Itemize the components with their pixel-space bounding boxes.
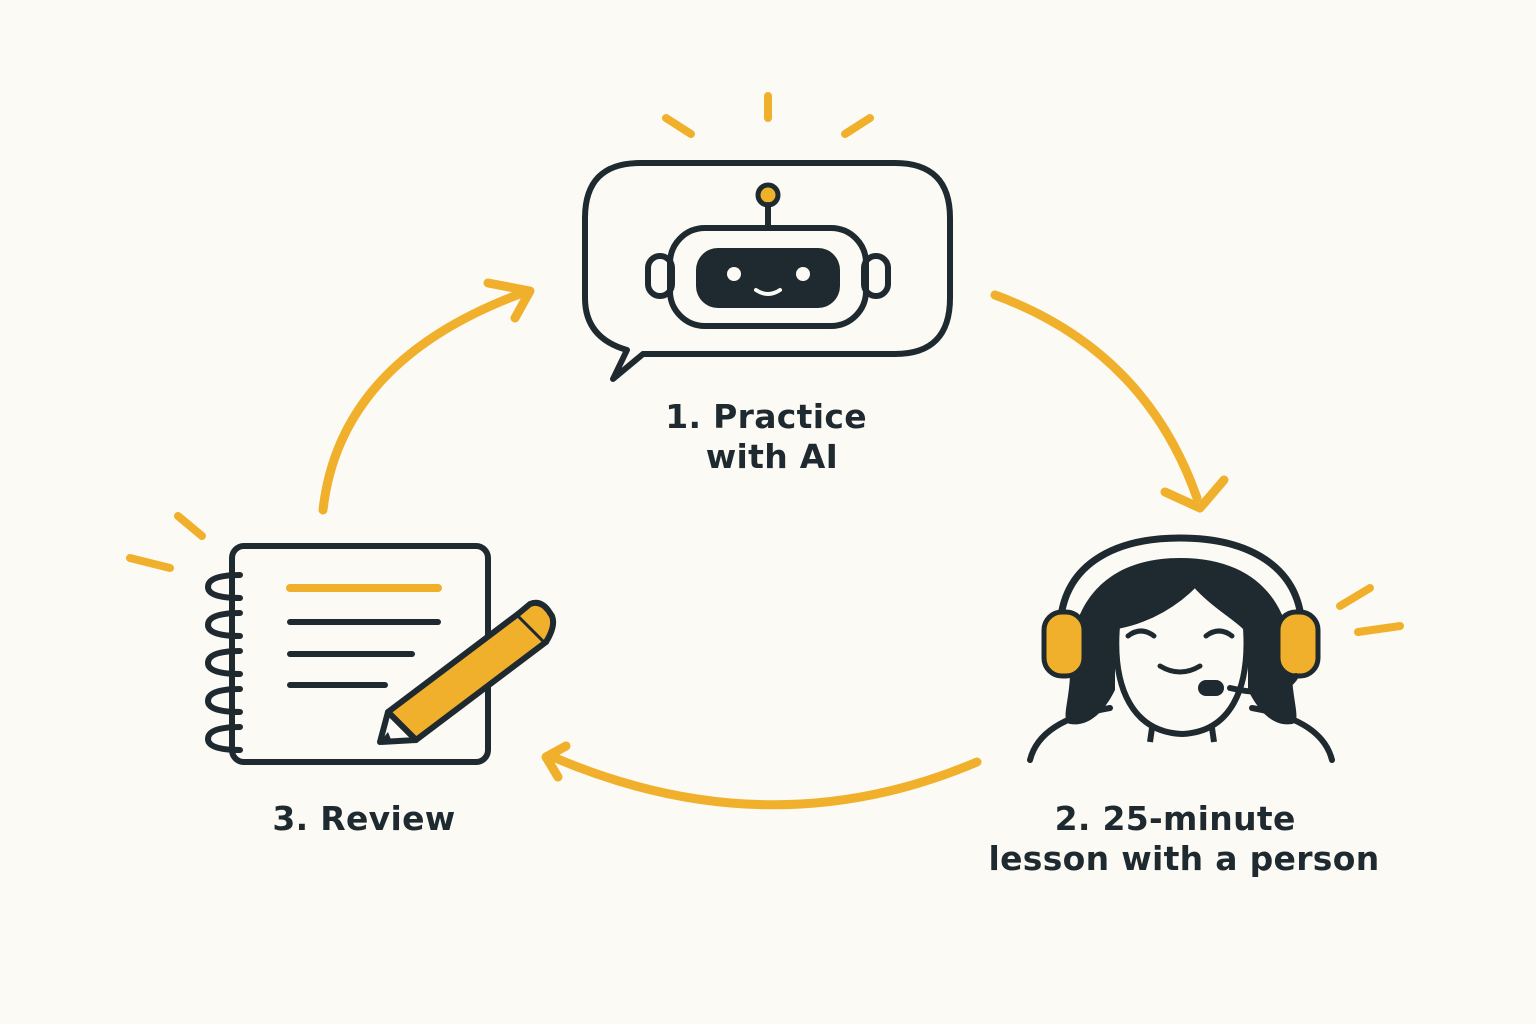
arrow-practice-to-lesson — [990, 290, 1229, 513]
notebook-pencil-icon — [205, 543, 557, 765]
spiral-binding — [205, 572, 243, 753]
sparkle-icon — [1336, 584, 1404, 636]
step-label-review: 3. Review — [272, 799, 455, 838]
step-label-line: 2. 25-minute — [1055, 799, 1296, 838]
sparkle-icon — [126, 512, 206, 572]
step-review: 3. Review — [126, 512, 557, 838]
sparkle-icon — [662, 92, 874, 138]
arrow-review-to-practice — [318, 278, 535, 515]
person-headset-icon — [1027, 534, 1335, 763]
pencil-icon — [377, 599, 557, 745]
step-practice-with-ai: 1. Practice with AI — [582, 92, 953, 476]
step-label-lesson: 2. 25-minute lesson with a person — [988, 799, 1379, 878]
step-label-line: lesson with a person — [988, 839, 1379, 878]
robot-chat-bubble-icon — [582, 160, 953, 382]
arrow-lesson-to-review — [541, 741, 982, 810]
step-label-line: with AI — [706, 437, 838, 476]
step-label-line: 3. Review — [272, 799, 455, 838]
step-label-line: 1. Practice — [665, 397, 867, 436]
step-lesson-with-person: 2. 25-minute lesson with a person — [988, 534, 1404, 878]
step-label-practice: 1. Practice with AI — [665, 397, 878, 476]
cycle-arrows — [318, 278, 1229, 810]
